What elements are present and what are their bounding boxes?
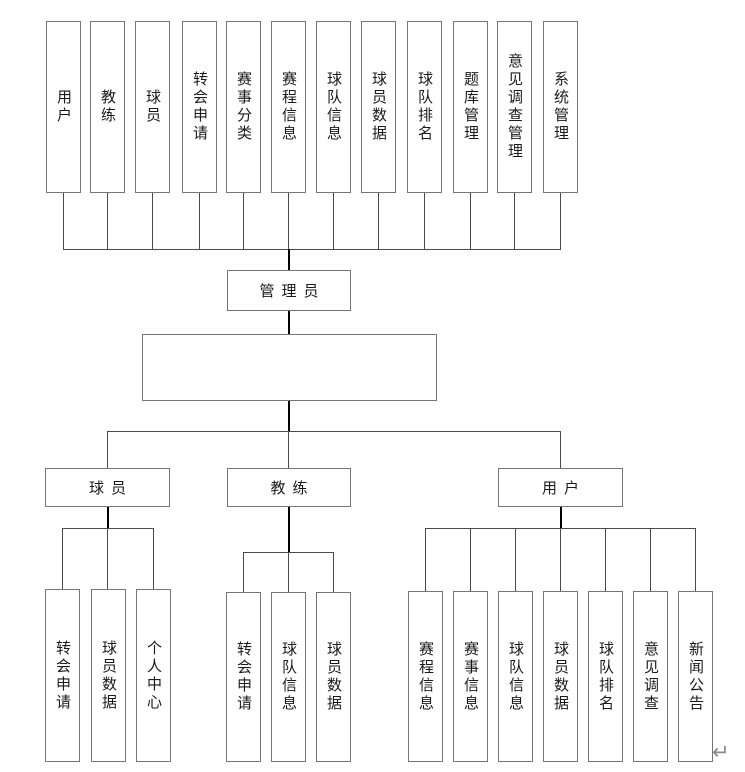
connector-line [333, 193, 335, 250]
connector-line [605, 528, 607, 591]
top-module-team-info: 球队信息 [316, 21, 351, 193]
coach-child-player-data: 球员数据 [316, 592, 351, 762]
connector-line [199, 193, 201, 250]
role-coach-label: 教练 [270, 479, 315, 497]
top-module-team-info-label: 球队信息 [325, 71, 343, 143]
coach-child-team-info-label: 球队信息 [280, 641, 298, 713]
connector-trunk [560, 507, 562, 528]
role-player-label: 球员 [88, 479, 133, 497]
player-child-personal-center: 个人中心 [136, 589, 171, 762]
top-module-player-label: 球员 [144, 89, 162, 125]
connector-line [424, 193, 426, 250]
connector-line [62, 528, 64, 589]
top-module-question-bank-management: 题库管理 [453, 21, 488, 193]
user-child-schedule-info-label: 赛程信息 [417, 640, 435, 713]
coach-child-transfer-application-label: 转会申请 [235, 641, 253, 713]
connector-line [515, 528, 517, 591]
admin-node-label: 管理员 [259, 282, 326, 300]
user-child-news-announcement-label: 新闻公告 [687, 640, 705, 713]
top-module-event-category: 赛事分类 [226, 21, 261, 193]
user-child-opinion-survey-label: 意见调查 [642, 640, 660, 713]
connector-line [333, 552, 335, 592]
top-module-player-data-label: 球员数据 [370, 71, 388, 143]
top-module-player: 球员 [135, 21, 170, 193]
admin-node: 管理员 [227, 270, 351, 311]
connector-line [514, 193, 516, 250]
connector-trunk [288, 507, 290, 552]
top-module-system-management: 系统管理 [543, 21, 578, 193]
user-child-event-info-label: 赛事信息 [462, 640, 480, 713]
connector-line [650, 528, 652, 591]
user-child-player-data-label: 球员数据 [552, 640, 570, 713]
coach-child-player-data-label: 球员数据 [325, 641, 343, 713]
connector-line [425, 528, 427, 591]
top-module-event-category-label: 赛事分类 [235, 71, 253, 143]
empty-node [142, 334, 437, 401]
user-child-team-info-label: 球队信息 [507, 640, 525, 713]
connector-bus [107, 431, 561, 433]
connector-trunk [288, 401, 290, 432]
connector-line [243, 193, 245, 250]
top-module-player-data: 球员数据 [361, 21, 396, 193]
role-user-label: 用户 [541, 479, 586, 497]
connector-line [107, 193, 109, 250]
connector-line [288, 431, 290, 468]
role-user-node: 用户 [498, 468, 623, 507]
connector-trunk [107, 507, 109, 528]
top-module-question-bank-management-label: 题库管理 [462, 71, 480, 143]
coach-child-team-info: 球队信息 [271, 592, 306, 762]
connector-line [560, 193, 562, 250]
top-module-survey-management: 意见调查管理 [497, 21, 532, 193]
user-child-team-ranking-label: 球队排名 [597, 640, 615, 713]
connector-line [63, 193, 65, 250]
player-child-personal-center-label: 个人中心 [145, 639, 163, 712]
user-child-news-announcement: 新闻公告 [678, 591, 713, 762]
paragraph-return-icon: ↵ [712, 740, 730, 764]
player-child-transfer-application-label: 转会申请 [54, 639, 72, 712]
role-coach-node: 教练 [227, 468, 351, 507]
top-module-schedule-info-label: 赛程信息 [280, 71, 298, 143]
connector-line [470, 528, 472, 591]
top-module-transfer-application: 转会申请 [182, 21, 217, 193]
connector-line [243, 552, 245, 592]
connector-trunk [288, 249, 290, 271]
top-module-survey-management-label: 意见调查管理 [506, 53, 524, 161]
user-child-player-data: 球员数据 [543, 591, 578, 762]
connector-line [470, 193, 472, 250]
top-module-user: 用户 [46, 21, 81, 193]
top-module-schedule-info: 赛程信息 [271, 21, 306, 193]
connector-bus [63, 249, 561, 251]
role-player-node: 球员 [45, 468, 170, 507]
connector-line [107, 431, 109, 468]
top-module-coach: 教练 [90, 21, 125, 193]
connector-line [695, 528, 697, 591]
connector-line [560, 528, 562, 591]
connector-line [152, 193, 154, 250]
player-child-player-data: 球员数据 [91, 589, 126, 762]
top-module-user-label: 用户 [55, 89, 73, 125]
connector-line [107, 528, 109, 589]
coach-child-transfer-application: 转会申请 [226, 592, 261, 762]
connector-line [378, 193, 380, 250]
user-child-team-info: 球队信息 [498, 591, 533, 762]
user-child-event-info: 赛事信息 [453, 591, 488, 762]
connector-line [288, 193, 290, 250]
top-module-team-ranking-label: 球队排名 [416, 71, 434, 143]
top-module-team-ranking: 球队排名 [407, 21, 442, 193]
top-module-transfer-application-label: 转会申请 [191, 71, 209, 143]
user-child-team-ranking: 球队排名 [588, 591, 623, 762]
connector-line [153, 528, 155, 589]
top-module-coach-label: 教练 [99, 89, 117, 125]
connector-line [560, 431, 562, 468]
connector-trunk [288, 311, 290, 334]
top-module-system-management-label: 系统管理 [552, 71, 570, 143]
user-child-opinion-survey: 意见调查 [633, 591, 668, 762]
user-child-schedule-info: 赛程信息 [408, 591, 443, 762]
player-child-player-data-label: 球员数据 [100, 639, 118, 712]
player-child-transfer-application: 转会申请 [45, 589, 80, 762]
connector-line [288, 552, 290, 592]
